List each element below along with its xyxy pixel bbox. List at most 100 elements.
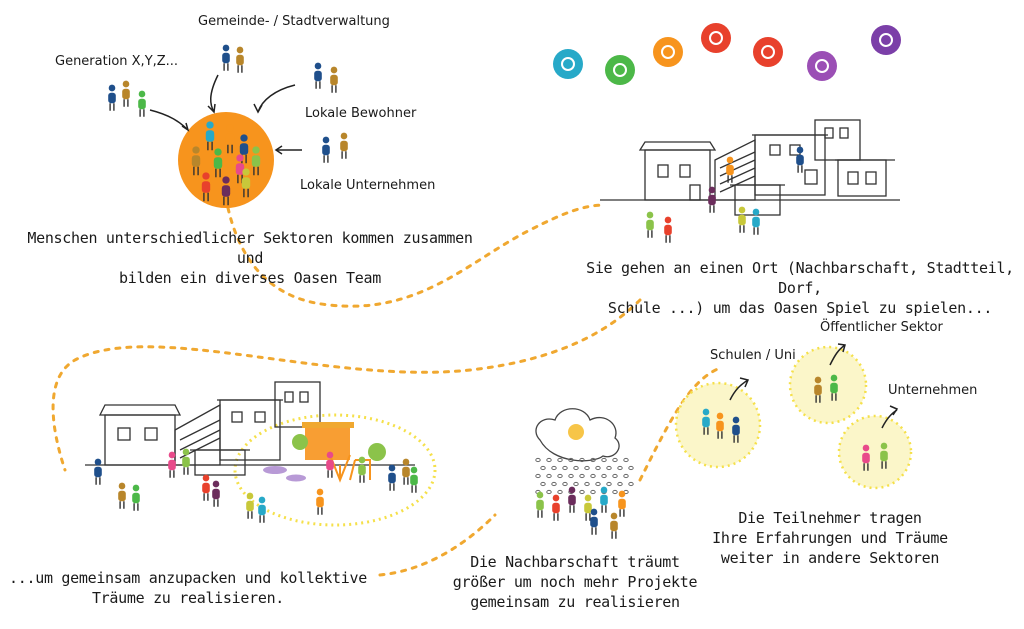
flower-icon	[871, 25, 901, 55]
person-icon	[246, 492, 254, 519]
person-icon	[862, 444, 870, 471]
group-icon	[807, 51, 837, 81]
sun-icon	[653, 37, 683, 67]
caption-team: Menschen unterschiedlicher Sektoren komm…	[10, 228, 490, 288]
person-icon	[646, 211, 654, 238]
rain-drop-icon	[535, 457, 541, 463]
person-icon	[213, 148, 223, 178]
person-icon	[738, 206, 746, 233]
person-icon	[340, 132, 348, 159]
person-icon	[316, 488, 324, 515]
caption-dream: Die Nachbarschaft träumt größer um noch …	[445, 552, 705, 612]
label-government: Gemeinde- / Stadtverwaltung	[198, 14, 390, 29]
person-icon	[202, 474, 210, 501]
caption-line: weiter in andere Sektoren	[720, 549, 940, 567]
eye-icon	[561, 57, 575, 71]
person-icon	[191, 146, 201, 176]
person-icon	[536, 491, 544, 518]
person-icon	[590, 508, 598, 535]
team-people-icon	[191, 121, 261, 206]
person-icon	[618, 490, 626, 517]
glow-icon	[233, 413, 437, 527]
person-icon	[212, 480, 220, 507]
people-icon	[613, 63, 627, 77]
rain-drop-icon	[612, 489, 618, 495]
person-icon	[108, 84, 116, 111]
rain-drop-icon	[562, 481, 568, 487]
rain-drop-icon	[573, 465, 579, 471]
person-icon	[402, 458, 410, 485]
person-icon	[830, 374, 838, 401]
person-icon	[251, 146, 261, 176]
residents-acting-people-icon	[94, 448, 418, 523]
person-icon	[239, 134, 249, 164]
person-icon	[258, 496, 266, 523]
arrow-icon	[729, 343, 899, 429]
rain-drop-icon	[590, 457, 596, 463]
rain-drop-icon	[601, 473, 607, 479]
rain-drop-icon	[595, 481, 601, 487]
rain-drop-icon	[623, 457, 629, 463]
rain-drop-icon	[579, 473, 585, 479]
person-icon	[600, 486, 608, 513]
rain-drop-icon	[617, 465, 623, 471]
caption-line: gemeinsam zu realisieren	[470, 593, 680, 611]
sprout-icon	[701, 23, 731, 53]
person-icon	[732, 416, 740, 443]
process-path	[226, 203, 607, 308]
rain-drop-icon	[551, 481, 557, 487]
residents-people-icon	[314, 62, 338, 93]
caption-line: Ihre Erfahrungen und Träume	[712, 529, 948, 547]
caption-place: Sie gehen an einen Ort (Nachbarschaft, S…	[580, 258, 1020, 318]
person-icon	[182, 448, 190, 475]
rain-drop-icon	[612, 473, 618, 479]
person-icon	[94, 458, 102, 485]
rain-drop-icon	[612, 457, 618, 463]
caption-line: bilden ein diverses Oasen Team	[119, 269, 381, 287]
rain-drop-icon	[546, 473, 552, 479]
rain-drop-icon	[579, 489, 585, 495]
person-icon	[201, 172, 211, 202]
person-icon	[610, 512, 618, 539]
person-icon	[664, 216, 672, 243]
rain-drop-icon	[628, 481, 634, 487]
person-icon	[584, 494, 592, 521]
kiosk-roof-icon	[302, 422, 354, 428]
rain-drops-icon	[535, 457, 634, 495]
person-icon	[814, 376, 822, 403]
label-residents: Lokale Bewohner	[305, 106, 417, 121]
hand-icon	[761, 45, 775, 59]
rain-drop-icon	[606, 465, 612, 471]
rain-drop-icon	[546, 489, 552, 495]
caption-line: Schule ...) um das Oasen Spiel zu spiele…	[607, 299, 993, 317]
label-public: Öffentlicher Sektor	[820, 320, 943, 335]
village-sketch-icon	[600, 119, 900, 216]
rain-drop-icon	[573, 481, 579, 487]
person-icon	[752, 208, 760, 235]
person-icon	[222, 44, 230, 71]
person-icon	[322, 136, 330, 163]
person-icon	[568, 486, 576, 513]
sun-icon	[661, 45, 675, 59]
person-icon	[168, 451, 176, 478]
rain-drop-icon	[546, 457, 552, 463]
caption-carry: Die Teilnehmer tragen Ihre Erfahrungen u…	[700, 508, 960, 568]
eye-icon	[553, 49, 583, 79]
process-path	[638, 366, 722, 482]
person-icon	[880, 442, 888, 469]
people-icon	[605, 55, 635, 85]
rain-drop-icon	[601, 457, 607, 463]
caption-line: Die Nachbarschaft träumt	[470, 553, 680, 571]
visitors-people-icon	[646, 146, 804, 243]
person-icon	[708, 186, 716, 213]
tree-icon	[292, 434, 386, 461]
caption-line: größer um noch mehr Projekte	[452, 573, 698, 591]
rain-drop-icon	[540, 465, 546, 471]
tables-icon	[263, 466, 306, 482]
rain-drop-icon	[540, 481, 546, 487]
process-path	[378, 513, 497, 577]
person-icon	[410, 466, 418, 493]
sector-people-icon	[702, 374, 888, 471]
